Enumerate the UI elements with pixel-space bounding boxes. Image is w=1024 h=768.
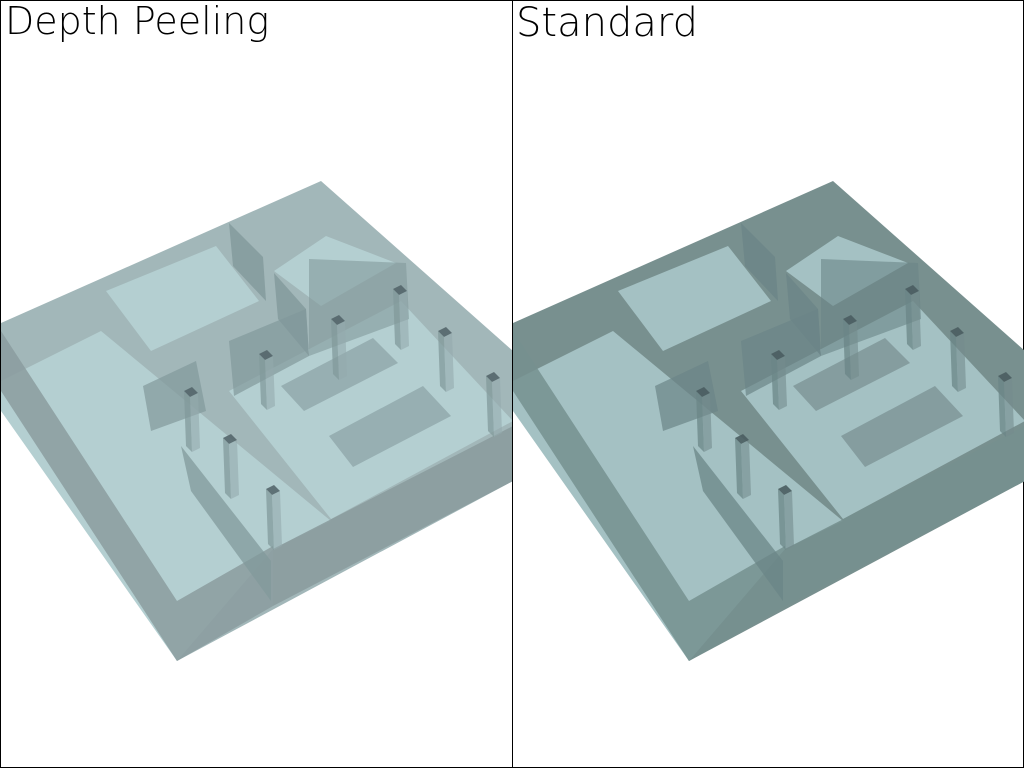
pillar-8-side <box>784 491 794 550</box>
pillar-7-face <box>735 438 743 499</box>
pillar-5-face <box>998 376 1006 437</box>
pillar-2-side <box>849 321 859 380</box>
pillar-3-face <box>905 289 913 350</box>
viewport-depth-peeling[interactable]: Depth Peeling <box>0 0 513 768</box>
viewport-title: Depth Peeling <box>5 0 270 43</box>
pillar-5-side <box>492 378 502 437</box>
pillar-1-side <box>265 356 275 410</box>
front-wall-mid <box>689 546 785 661</box>
pillar-3-side <box>399 291 409 350</box>
inner-wall-1 <box>229 223 266 301</box>
pillar-2-face <box>331 319 339 380</box>
front-wall-mid <box>177 546 273 661</box>
pillar-1-side <box>777 356 787 410</box>
scene-depth-peeling[interactable] <box>1 1 513 768</box>
pillar-8-face <box>266 489 274 550</box>
pillar-8-side <box>272 491 282 550</box>
pillar-4-side <box>444 333 454 392</box>
pillar-7-side <box>741 440 751 499</box>
pillar-7-face <box>223 438 231 499</box>
front-wall-right <box>273 426 513 606</box>
pillar-6-face <box>696 391 704 452</box>
pillar-1-face <box>259 354 267 410</box>
pillar-6-side <box>190 393 200 452</box>
viewport-title: Standard <box>516 0 698 46</box>
pillar-4-face <box>950 331 958 392</box>
pillar-8-face <box>778 489 786 550</box>
inner-wall-5 <box>181 446 271 601</box>
pillar-7-side <box>229 440 239 499</box>
tray-2 <box>329 386 451 467</box>
recess-top-left <box>618 246 771 351</box>
pillar-3-side <box>911 291 921 350</box>
floor-left <box>1 331 331 661</box>
tray-2 <box>841 386 963 467</box>
front-wall-left <box>1 331 177 661</box>
pillar-6-face <box>184 391 192 452</box>
pillar-1-face <box>771 354 779 410</box>
pillar-4-face <box>438 331 446 392</box>
pillar-3-face <box>393 289 401 350</box>
viewport-standard[interactable]: Standard <box>512 0 1024 768</box>
floor-left <box>513 331 843 661</box>
pillar-5-face <box>486 376 494 437</box>
pillar-5-side <box>1004 378 1014 437</box>
front-wall-left <box>513 331 689 661</box>
recess-top-left <box>106 246 259 351</box>
inner-wall-5 <box>693 446 783 601</box>
pillar-6-side <box>702 393 712 452</box>
pillar-2-side <box>337 321 347 380</box>
scene-standard[interactable] <box>513 1 1024 768</box>
inner-wall-1 <box>741 223 778 301</box>
front-wall-right <box>785 426 1024 606</box>
pillar-2-face <box>843 319 851 380</box>
pillar-4-side <box>956 333 966 392</box>
